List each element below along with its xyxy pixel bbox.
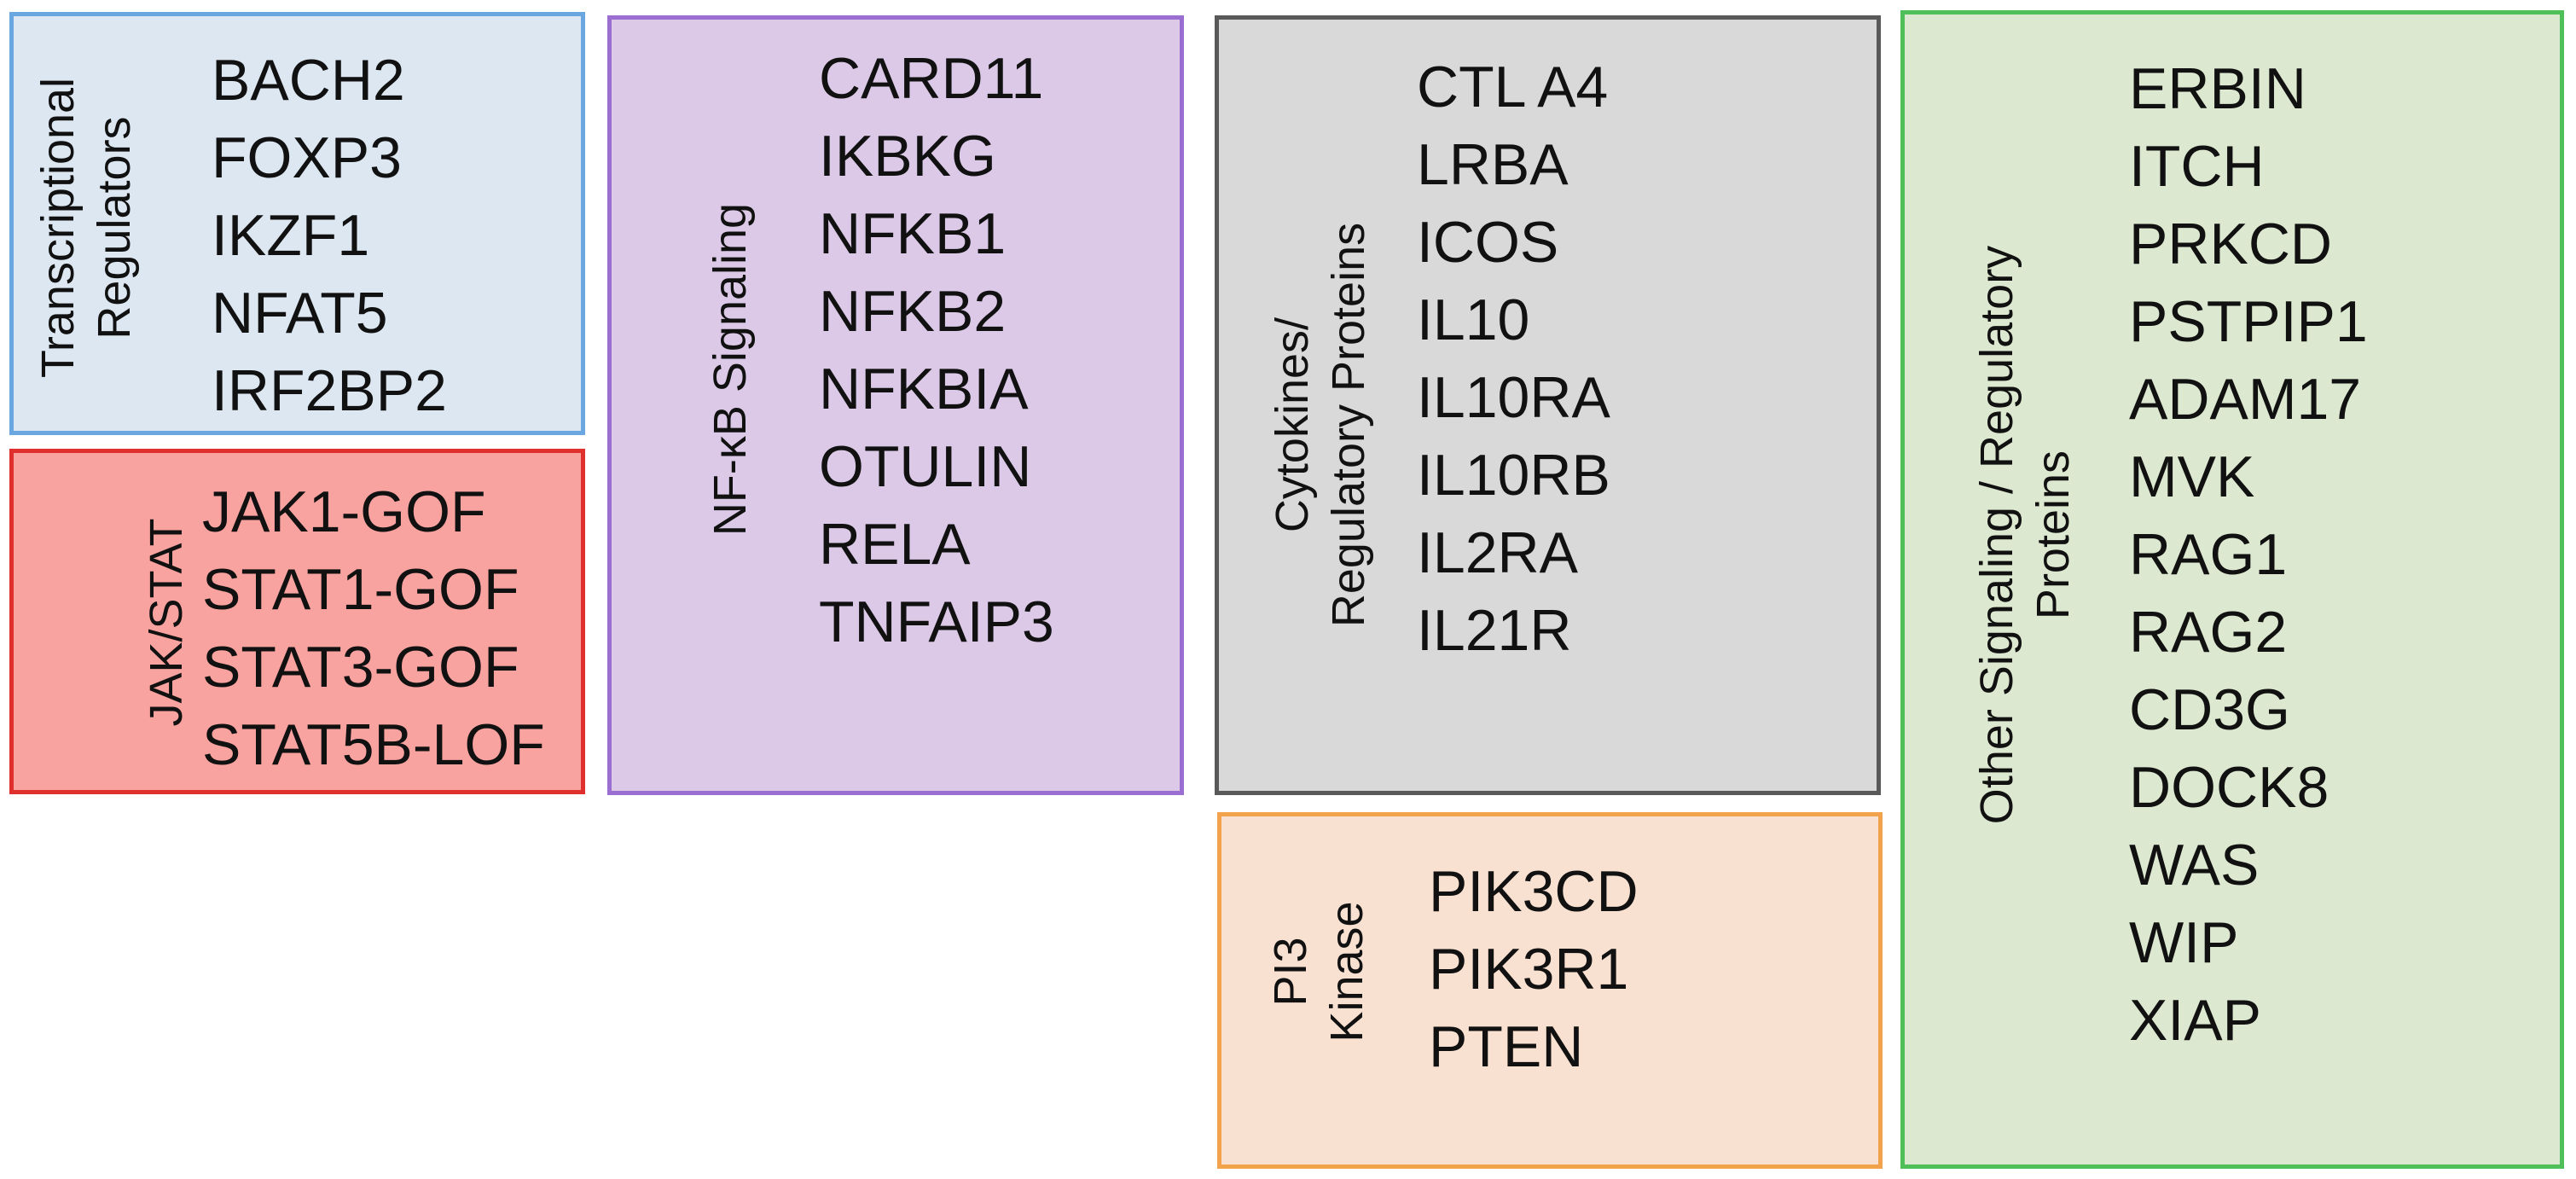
group-label-line: Regulatory Proteins	[1323, 222, 1374, 628]
group-label-line: Kinase	[1321, 901, 1372, 1043]
pi3-kinase-label: PI3 Kinase	[1256, 835, 1384, 1108]
gene-il10: IL10	[1417, 287, 1530, 352]
gene-mvk: MVK	[2129, 444, 2255, 509]
gene-erbin: ERBIN	[2129, 56, 2306, 121]
nf-kb-signaling-label: NF-κB Signaling	[688, 96, 774, 642]
gene-rag1: RAG1	[2129, 522, 2288, 587]
pi3-kinase-box: PI3 Kinase PIK3CD PIK3R1 PTEN	[1217, 812, 1883, 1169]
gene-nfkb1: NFKB1	[819, 201, 1007, 266]
jak-stat-gene-list: JAK1-GOF STAT1-GOF STAT3-GOF STAT5B-LOF	[202, 473, 545, 784]
gene-cd3g: CD3G	[2129, 677, 2290, 742]
cytokines-regulatory-box: Cytokines/ Regulatory Proteins CTL A4 LR…	[1215, 15, 1881, 795]
gene-lrba: LRBA	[1417, 132, 1569, 197]
gene-pik3r1: PIK3R1	[1429, 937, 1629, 1002]
gene-il10ra: IL10RA	[1417, 365, 1610, 430]
gene-bach2: BACH2	[212, 48, 405, 113]
nf-kb-signaling-gene-list: CARD11 IKBKG NFKB1 NFKB2 NFKBIA OTULIN R…	[819, 40, 1054, 661]
gene-ikzf1: IKZF1	[212, 203, 370, 268]
gene-rela: RELA	[819, 512, 971, 577]
group-label-line: Regulators	[89, 116, 140, 340]
gene-stat5b-lof: STAT5B-LOF	[202, 712, 545, 777]
gene-il21r: IL21R	[1417, 598, 1572, 663]
jak-stat-box: JAK/STAT JAK1-GOF STAT1-GOF STAT3-GOF ST…	[9, 449, 585, 794]
gene-stat3-gof: STAT3-GOF	[202, 635, 519, 700]
gene-pik3cd: PIK3CD	[1429, 859, 1639, 924]
gene-otulin: OTULIN	[819, 434, 1032, 499]
jak-stat-label: JAK/STAT	[125, 454, 210, 791]
gene-prkcd: PRKCD	[2129, 212, 2333, 276]
cytokines-regulatory-label: Cytokines/ Regulatory Proteins	[1253, 169, 1390, 681]
gene-irf2bp2: IRF2BP2	[212, 358, 447, 423]
gene-adam17: ADAM17	[2129, 367, 2362, 432]
gene-jak1-gof: JAK1-GOF	[202, 479, 486, 544]
gene-card11: CARD11	[819, 46, 1044, 111]
group-label-line: Transcriptional	[32, 77, 84, 379]
gene-pten: PTEN	[1429, 1014, 1584, 1079]
gene-xiap: XIAP	[2129, 988, 2261, 1053]
group-label-line: Cytokines/	[1267, 317, 1319, 533]
gene-il10rb: IL10RB	[1417, 443, 1610, 508]
other-signaling-label: Other Signaling / Regulatory Proteins	[1958, 168, 2094, 902]
gene-tnfaip3: TNFAIP3	[819, 590, 1054, 654]
gene-wip: WIP	[2129, 910, 2239, 975]
group-label-line: Other Signaling / Regulatory	[1971, 245, 2023, 825]
gene-stat1-gof: STAT1-GOF	[202, 557, 519, 622]
gene-foxp3: FOXP3	[212, 125, 402, 190]
gene-dock8: DOCK8	[2129, 755, 2329, 820]
gene-icos: ICOS	[1417, 210, 1559, 275]
other-signaling-box: Other Signaling / Regulatory Proteins ER…	[1900, 10, 2564, 1169]
cytokines-regulatory-gene-list: CTL A4 LRBA ICOS IL10 IL10RA IL10RB IL2R…	[1417, 49, 1610, 670]
gene-pstpip1: PSTPIP1	[2129, 289, 2368, 354]
group-label-line: PI3	[1265, 937, 1317, 1007]
group-label-line: JAK/STAT	[141, 518, 193, 727]
group-label-line: Proteins	[2028, 450, 2079, 620]
gene-il2ra: IL2RA	[1417, 520, 1578, 585]
transcriptional-regulators-gene-list: BACH2 FOXP3 IKZF1 NFAT5 IRF2BP2	[212, 42, 447, 430]
gene-ikbkg: IKBKG	[819, 124, 996, 189]
pi3-kinase-gene-list: PIK3CD PIK3R1 PTEN	[1429, 853, 1639, 1086]
other-signaling-gene-list: ERBIN ITCH PRKCD PSTPIP1 ADAM17 MVK RAG1…	[2129, 50, 2368, 1060]
transcriptional-regulators-label: Transcriptional Regulators	[19, 23, 155, 433]
gene-itch: ITCH	[2129, 134, 2265, 199]
group-label-line: NF-κB Signaling	[705, 202, 757, 537]
gene-ctla4: CTL A4	[1417, 55, 1609, 119]
gene-nfkbia: NFKBIA	[819, 357, 1029, 421]
gene-nfkb2: NFKB2	[819, 279, 1007, 344]
gene-was: WAS	[2129, 833, 2260, 897]
gene-nfat5: NFAT5	[212, 281, 388, 346]
gene-rag2: RAG2	[2129, 600, 2288, 665]
transcriptional-regulators-box: Transcriptional Regulators BACH2 FOXP3 I…	[9, 12, 585, 435]
nf-kb-signaling-box: NF-κB Signaling CARD11 IKBKG NFKB1 NFKB2…	[607, 15, 1184, 795]
